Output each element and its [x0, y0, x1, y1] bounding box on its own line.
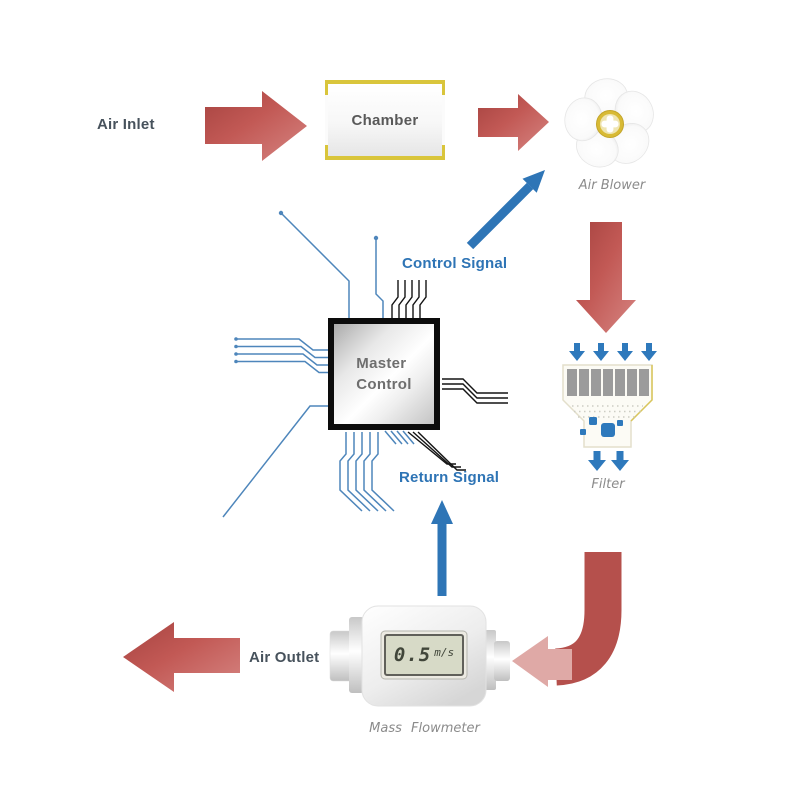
- air-inlet-label: Air Inlet: [97, 116, 155, 133]
- airflow-arrow-blower-to-filter: [576, 222, 636, 333]
- air-blower-icon: [564, 78, 654, 168]
- elbow-arrow-filter-to-flowmeter: [512, 552, 622, 687]
- circuit-traces: [222, 210, 415, 518]
- filter-icon: [562, 343, 657, 471]
- flowmeter-icon: [329, 605, 510, 707]
- master-control-line1: Master: [356, 355, 407, 372]
- return-signal-arrow: [431, 500, 453, 596]
- flowmeter-display-value: 0.5: [393, 644, 432, 666]
- master-control-label: Master Control: [356, 353, 411, 395]
- master-control-chip: Master Control: [328, 318, 440, 430]
- air-outlet-label: Air Outlet: [249, 649, 320, 666]
- air-blower-label: Air Blower: [578, 178, 646, 193]
- control-signal-label: Control Signal: [402, 255, 508, 272]
- flowmeter-display-unit: m/s: [434, 645, 455, 659]
- flowmeter-display: 0.5 m/s: [385, 635, 463, 675]
- chamber-label: Chamber: [328, 84, 442, 156]
- chamber-box: Chamber: [325, 80, 445, 160]
- control-signal-arrow: [466, 170, 545, 250]
- filter-label: Filter: [591, 477, 625, 492]
- circuit-traces-black: [391, 280, 508, 471]
- airflow-arrow-flowmeter-to-outlet: [123, 622, 240, 692]
- airflow-arrow-chamber-to-blower: [478, 94, 549, 151]
- return-signal-label: Return Signal: [399, 469, 500, 486]
- airflow-arrow-inlet-to-chamber: [205, 91, 307, 161]
- master-control-line2: Control: [356, 376, 412, 393]
- flowmeter-label: Mass Flowmeter: [369, 721, 480, 736]
